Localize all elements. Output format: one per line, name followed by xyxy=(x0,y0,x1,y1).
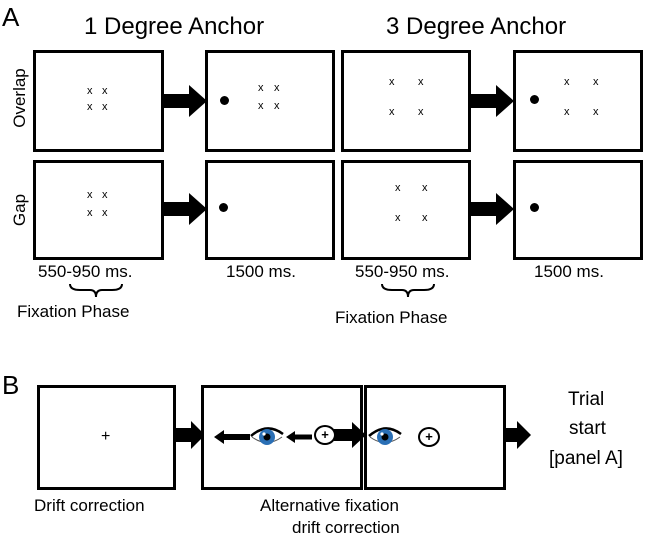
fixation-x: x xyxy=(87,189,93,201)
fixation-x: x xyxy=(87,85,93,97)
col1-title: 1 Degree Anchor xyxy=(84,13,265,40)
fixation-x: x xyxy=(395,182,401,194)
gap-1deg-target-panel xyxy=(205,160,335,260)
gap-1deg-fixation-panel: x x x x xyxy=(33,160,164,260)
overlap-1deg-target-panel: x x x x xyxy=(205,50,335,152)
fixation-x: x xyxy=(395,212,401,224)
trial-start-line2: start xyxy=(569,418,606,439)
fixation-x: x xyxy=(102,85,108,97)
fixation-x: x xyxy=(422,182,428,194)
alt-drift-panel-2: + xyxy=(364,385,506,490)
arrow-right xyxy=(334,422,366,448)
trial-start-line1: Trial xyxy=(568,389,605,410)
alt-drift-label-line2: drift correction xyxy=(292,518,400,537)
fixation-x: x xyxy=(593,106,599,118)
arrow-right xyxy=(470,85,514,117)
timing-3deg-target: 1500 ms. xyxy=(534,262,604,281)
trial-start-line3: [panel A] xyxy=(549,448,623,469)
drift-correction-panel: + xyxy=(37,385,176,490)
fixation-x: x xyxy=(389,76,395,88)
drift-correction-label: Drift correction xyxy=(34,496,145,515)
eye-icon xyxy=(250,427,284,445)
fixation-x: x xyxy=(87,101,93,113)
gap-3deg-fixation-panel: x x x x xyxy=(341,160,471,260)
fixation-phase-label-1deg: Fixation Phase xyxy=(17,302,130,321)
fixation-x: x xyxy=(564,76,570,88)
fixation-x: x xyxy=(564,106,570,118)
brace-3deg xyxy=(381,283,435,298)
row-label-gap: Gap xyxy=(10,193,29,227)
overlap-3deg-target-panel: x x x x xyxy=(513,50,643,152)
fixation-phase-label-3deg: Fixation Phase xyxy=(335,308,448,327)
fixation-x: x xyxy=(418,106,424,118)
fixation-x: x xyxy=(258,82,264,94)
target-dot xyxy=(530,203,539,212)
row-label-overlap: Overlap xyxy=(10,68,29,128)
fixation-cross: + xyxy=(101,428,111,445)
gap-3deg-target-panel xyxy=(513,160,643,260)
arrow-right xyxy=(175,421,205,449)
brace-1deg xyxy=(69,283,123,298)
fixation-x: x xyxy=(418,76,424,88)
arrow-left xyxy=(214,430,250,444)
fixation-x: x xyxy=(102,189,108,201)
panel-a-letter: A xyxy=(2,2,20,32)
arrow-right xyxy=(163,193,207,225)
fixation-x: x xyxy=(422,212,428,224)
arrow-right xyxy=(163,85,207,117)
timing-1deg-target: 1500 ms. xyxy=(226,262,296,281)
fixation-x: x xyxy=(593,76,599,88)
target-dot xyxy=(219,203,228,212)
col2-title: 3 Degree Anchor xyxy=(386,13,567,40)
arrow-left xyxy=(286,431,312,443)
fixation-x: x xyxy=(102,101,108,113)
fixation-x: x xyxy=(87,207,93,219)
alt-drift-label-line1: Alternative fixation xyxy=(260,496,399,515)
panel-b-letter: B xyxy=(2,370,20,400)
timing-1deg-fixation: 550-950 ms. xyxy=(38,262,133,281)
eye-icon xyxy=(368,427,402,445)
fixation-x: x xyxy=(389,106,395,118)
fixation-x: x xyxy=(102,207,108,219)
fixation-x: x xyxy=(258,100,264,112)
circled-fixation-target: + xyxy=(418,427,440,447)
arrow-right xyxy=(505,421,531,449)
fixation-cross: + xyxy=(321,427,329,442)
overlap-1deg-fixation-panel: x x x x xyxy=(33,50,164,152)
fixation-cross: + xyxy=(425,429,433,444)
target-dot xyxy=(220,96,229,105)
target-dot xyxy=(530,95,539,104)
timing-3deg-fixation: 550-950 ms. xyxy=(355,262,450,281)
fixation-x: x xyxy=(274,82,280,94)
fixation-x: x xyxy=(274,100,280,112)
circled-fixation-target: + xyxy=(314,425,336,445)
overlap-3deg-fixation-panel: x x x x xyxy=(341,50,471,152)
arrow-right xyxy=(470,193,514,225)
